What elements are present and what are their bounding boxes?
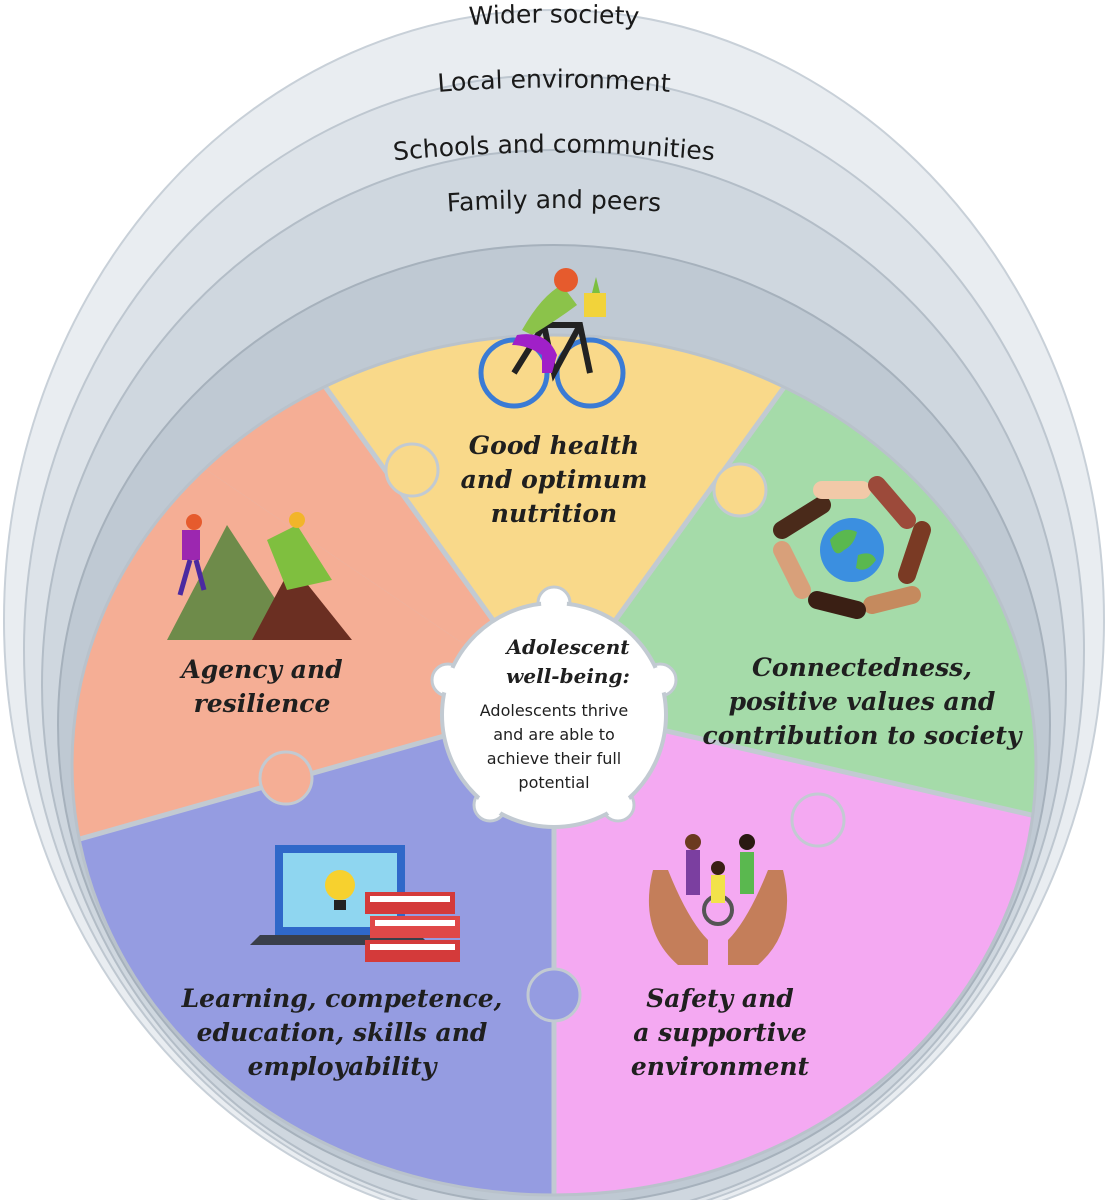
svg-text:a supportive: a supportive [633,1018,806,1047]
center-body-line-2: and are able to [493,725,615,744]
ring-label-wider-society: Wider society [468,0,640,31]
svg-text:Safety and: Safety and [646,984,794,1013]
label-health: Good health and optimum nutrition [461,431,648,528]
joined-hands-globe-icon [773,476,931,619]
svg-text:employability: employability [248,1052,438,1081]
svg-text:Learning, competence,: Learning, competence, [181,984,503,1013]
svg-text:resilience: resilience [194,689,331,718]
center-title-line-2: well-being: [506,664,630,688]
svg-text:Good health: Good health [469,431,639,460]
laptop-books-icon [250,845,460,962]
center-body-line-3: achieve their full [487,749,621,768]
label-safety: Safety and a supportive environment [631,984,810,1081]
svg-text:education, skills and: education, skills and [197,1018,488,1047]
segment-health [270,335,840,705]
svg-text:environment: environment [631,1052,810,1081]
ring-label-local-environment: Local environment [436,64,671,97]
center-title-line-1: Adolescent [504,635,630,659]
hands-holding-people-icon [648,834,788,965]
svg-text:nutrition: nutrition [491,499,617,528]
svg-text:Connectedness,: Connectedness, [752,653,972,682]
center-body-line-1: Adolescents thrive [480,701,628,720]
cyclist-icon [478,268,626,409]
label-connectedness: Connectedness, positive values and contr… [703,653,1023,750]
center-circle [430,585,678,829]
svg-text:and optimum: and optimum [461,465,648,494]
ring-label-family-peers: Family and peers [446,185,662,217]
mountain-climber-icon [167,512,352,640]
label-learning: Learning, competence, education, skills … [181,984,503,1081]
svg-text:contribution to society: contribution to society [703,721,1023,750]
center-body-line-4: potential [518,773,589,792]
label-agency: Agency and resilience [179,655,342,718]
svg-text:positive values and: positive values and [729,687,996,716]
svg-text:Agency and: Agency and [179,655,342,684]
